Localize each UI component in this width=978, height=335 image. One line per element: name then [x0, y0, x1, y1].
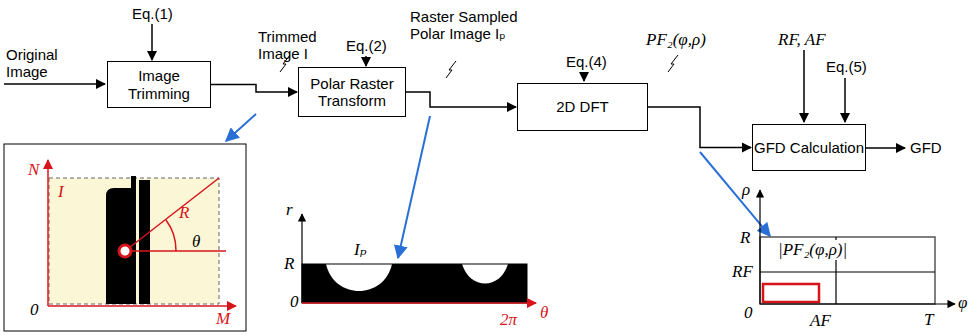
axis-label: AF [810, 311, 831, 331]
axis-label: RF [732, 262, 753, 282]
signal-label: Trimmed Image I [258, 28, 324, 63]
process-box: Polar Raster Transform [298, 67, 406, 117]
axis-label: r [286, 200, 293, 220]
box-label: Image Trimming [108, 67, 210, 102]
leader-line [226, 114, 770, 258]
equation-ref: Eq.(4) [566, 53, 607, 70]
flow-connector [406, 92, 516, 107]
axis-label: M [216, 309, 230, 329]
equation-ref: Eq.(5) [826, 58, 867, 75]
axis-label: ρ [742, 180, 750, 200]
input-label: Original Image [6, 46, 74, 81]
axis-label: N [28, 160, 39, 180]
axis-label: R [740, 228, 750, 248]
image-label: Iₚ [354, 240, 366, 260]
radius-label: R [179, 203, 189, 223]
axis-label: R [284, 254, 294, 274]
equation-ref: Eq.(1) [132, 5, 173, 22]
origin-label: 0 [30, 300, 39, 320]
process-box: GFD Calculation [752, 124, 866, 171]
axis-label: 2π [500, 310, 517, 330]
trimmed-image-inset [4, 144, 246, 331]
axis-label: θ [540, 303, 548, 323]
signal-label: Raster Sampled Polar Image Iₚ [410, 8, 528, 43]
parameter-label: RF, AF [778, 30, 826, 50]
spectrum-plot [760, 190, 955, 304]
process-box: 2D DFT [517, 83, 648, 131]
image-label: I [58, 182, 64, 202]
box-label: 2D DFT [556, 98, 609, 115]
origin-label: 0 [744, 303, 753, 323]
axis-label: φ [958, 293, 967, 313]
output-label: GFD [910, 139, 942, 156]
box-label: GFD Calculation [754, 139, 864, 156]
spectrum-label: |PF₂(φ,ρ)| [776, 240, 849, 260]
signal-label: PF₂(φ,ρ) [646, 30, 706, 50]
axis-label: T [924, 310, 933, 330]
process-box: Image Trimming [107, 61, 211, 108]
flow-connector [648, 107, 751, 148]
equation-ref: Eq.(2) [346, 37, 387, 54]
polar-image-plot [302, 214, 536, 303]
box-label: Polar Raster Transform [299, 75, 405, 110]
flow-connector [211, 85, 297, 93]
origin-label: 0 [290, 292, 299, 312]
angle-label: θ [192, 232, 200, 252]
